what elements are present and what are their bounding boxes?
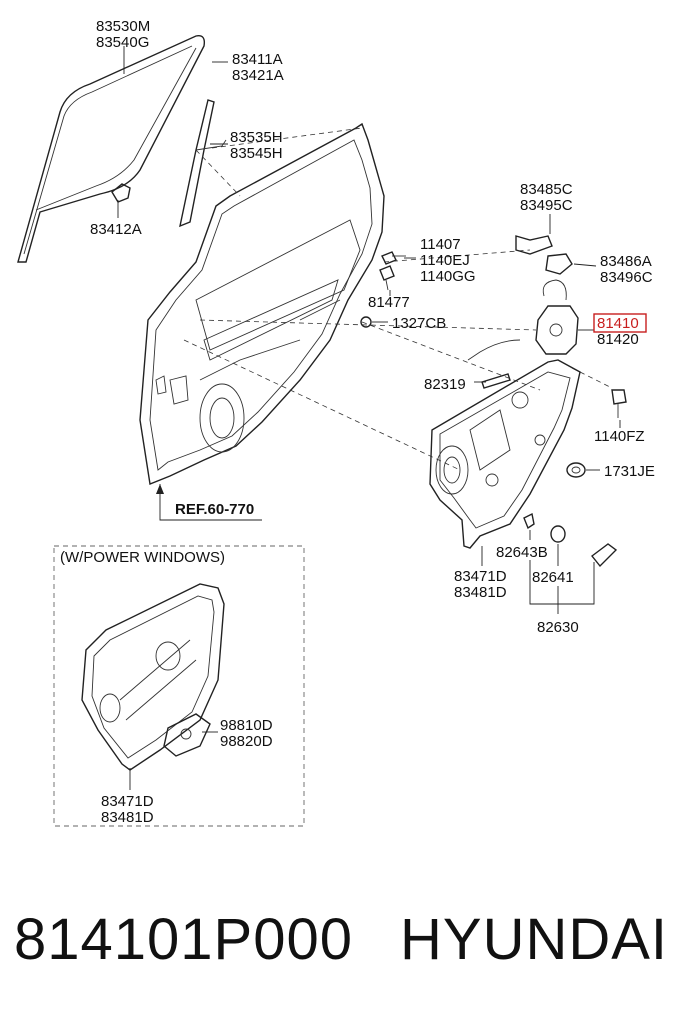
label-1327cb: 1327CB bbox=[392, 315, 446, 332]
part-labels: 83530M 83540G 83411A 83421A 83535H 83545… bbox=[60, 18, 655, 826]
label-11407: 11407 bbox=[420, 236, 461, 253]
module-panel-drawing bbox=[429, 359, 581, 549]
label-82319: 82319 bbox=[424, 376, 466, 393]
clips-drawing bbox=[523, 512, 618, 568]
label-82643b: 82643B bbox=[496, 544, 548, 561]
label-83421a: 83421A bbox=[232, 67, 284, 84]
label-83486a: 83486A bbox=[600, 253, 652, 270]
label-1140fz: 1140FZ bbox=[594, 428, 645, 445]
rod-drawing bbox=[481, 373, 511, 389]
label-83481d: 83481D bbox=[454, 584, 507, 601]
leader-lines bbox=[117, 46, 621, 790]
label-1140ej: 1140EJ bbox=[420, 252, 470, 269]
label-82630: 82630 bbox=[537, 619, 579, 636]
relation-lines bbox=[183, 127, 613, 471]
highlight-box-81410 bbox=[593, 313, 647, 333]
inset-title: (W/POWER WINDOWS) bbox=[60, 549, 225, 566]
footer: 814101P000 HYUNDAI bbox=[0, 895, 676, 985]
glass-run-drawing bbox=[179, 99, 227, 228]
label-83411a: 83411A bbox=[232, 51, 283, 68]
glass-clip-drawing bbox=[111, 183, 131, 203]
label-81477: 81477 bbox=[368, 294, 410, 311]
label-83540g: 83540G bbox=[96, 34, 149, 51]
label-83535h: 83535H bbox=[230, 129, 283, 146]
label-98810d: 98810D bbox=[220, 717, 273, 734]
label-81410: 81410 bbox=[597, 315, 639, 332]
label-83530m: 83530M bbox=[96, 18, 150, 35]
label-1731je: 1731JE bbox=[604, 463, 655, 480]
label-83495c: 83495C bbox=[520, 197, 573, 214]
inset-module-drawing bbox=[81, 583, 225, 771]
latch-actuator-drawing bbox=[467, 235, 579, 361]
label-83545h: 83545H bbox=[230, 145, 283, 162]
brand-name: HYUNDAI bbox=[400, 907, 669, 972]
label-82641: 82641 bbox=[532, 569, 574, 586]
door-shell-drawing bbox=[139, 122, 385, 485]
label-83496c: 83496C bbox=[600, 269, 653, 286]
inset-label-83471d: 83471D bbox=[101, 793, 154, 810]
ref-arrow bbox=[156, 484, 262, 521]
label-81420: 81420 bbox=[597, 331, 639, 348]
label-83485c: 83485C bbox=[520, 181, 573, 198]
label-83412a: 83412A bbox=[90, 221, 142, 238]
grommet-drawing bbox=[566, 462, 586, 478]
power-windows-inset-frame bbox=[53, 545, 305, 827]
label-ref: REF.60-770 bbox=[175, 501, 254, 518]
label-83471d: 83471D bbox=[454, 568, 507, 585]
bolt-1140fz-drawing bbox=[611, 389, 627, 418]
inset-label-83481d: 83481D bbox=[101, 809, 154, 826]
door-glass-drawing bbox=[17, 35, 206, 263]
label-1140gg: 1140GG bbox=[420, 268, 476, 285]
bolts-drawing bbox=[360, 251, 406, 328]
label-98820d: 98820D bbox=[220, 733, 273, 750]
part-number: 814101P000 bbox=[14, 907, 353, 972]
